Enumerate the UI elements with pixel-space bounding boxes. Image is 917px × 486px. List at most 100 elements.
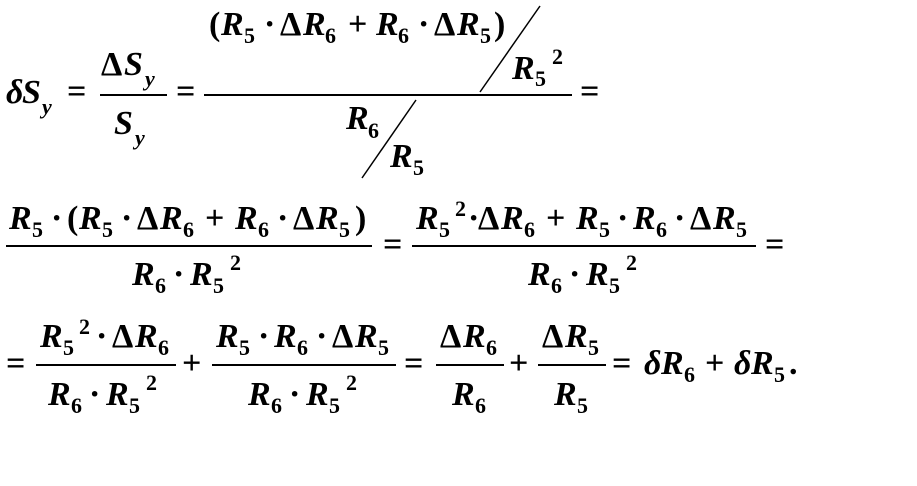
subscript-y: y [135, 125, 145, 150]
delta-symbol: Δ [542, 318, 564, 355]
variable-R: R [390, 138, 413, 175]
delta-symbol: Δ [101, 46, 123, 83]
fraction-bar [412, 245, 756, 247]
dot-operator: · [316, 318, 328, 355]
variable-R: R [235, 200, 258, 237]
dot-operator: · [173, 256, 185, 293]
plus-sign: + [205, 200, 225, 237]
variable-R: R [576, 200, 599, 237]
subscript-6: 6 [524, 217, 535, 242]
variable-R: R [248, 376, 271, 413]
dot-operator: · [264, 6, 276, 43]
subscript-6: 6 [656, 217, 667, 242]
subscript-5: 5 [413, 155, 424, 180]
equals-sign: = [67, 73, 87, 110]
variable-R: R [554, 376, 577, 413]
subscript-6: 6 [684, 362, 695, 387]
variable-R: R [355, 318, 378, 355]
variable-R: R [303, 6, 326, 43]
subscript-5: 5 [609, 273, 620, 298]
subscript-6: 6 [475, 393, 486, 418]
delta-symbol: δ [734, 345, 752, 382]
variable-R: R [132, 256, 155, 293]
fraction-bar [538, 364, 606, 366]
dot-operator: · [121, 200, 133, 237]
subscript-6: 6 [325, 23, 336, 48]
dot-operator: · [674, 200, 686, 237]
fraction-bar [100, 94, 167, 96]
subscript-5: 5 [535, 66, 546, 91]
variable-R: R [528, 256, 551, 293]
variable-R: R [565, 318, 588, 355]
fraction-bar [212, 364, 396, 366]
period: . [789, 345, 798, 382]
equals-sign: = [404, 345, 424, 382]
variable-R: R [501, 200, 524, 237]
variable-R: R [751, 345, 774, 382]
dot-operator: · [418, 6, 430, 43]
variable-R: R [316, 200, 339, 237]
equals-sign: = [765, 226, 785, 263]
variable-R: R [661, 345, 684, 382]
subscript-5: 5 [378, 335, 389, 360]
subscript-5: 5 [63, 335, 74, 360]
exponent-2: 2 [230, 250, 241, 275]
dot-operator: · [617, 200, 629, 237]
variable-R: R [190, 256, 213, 293]
fraction-bar [36, 364, 176, 366]
exponent-2: 2 [346, 370, 357, 395]
delta-symbol: Δ [293, 200, 315, 237]
dot-operator: · [289, 376, 301, 413]
variable-R: R [160, 200, 183, 237]
delta-symbol: Δ [690, 200, 712, 237]
subscript-6: 6 [551, 273, 562, 298]
delta-symbol: Δ [440, 318, 462, 355]
plus-sign: + [348, 6, 368, 43]
subscript-5: 5 [577, 393, 588, 418]
dot-operator: · [258, 318, 270, 355]
equals-sign: = [612, 345, 632, 382]
subscript-5: 5 [588, 335, 599, 360]
delta-symbol: Δ [332, 318, 354, 355]
subscript-y: y [42, 94, 52, 119]
variable-S: S [124, 46, 143, 83]
subscript-5: 5 [213, 273, 224, 298]
subscript-6: 6 [258, 217, 269, 242]
subscript-5: 5 [244, 23, 255, 48]
exponent-2: 2 [146, 370, 157, 395]
left-paren: ( [67, 200, 79, 237]
subscript-6: 6 [486, 335, 497, 360]
variable-R: R [416, 200, 439, 237]
subscript-5: 5 [32, 217, 43, 242]
division-slash [479, 5, 541, 93]
right-paren: ) [355, 200, 367, 237]
fraction-bar [436, 364, 504, 366]
plus-sign: + [705, 345, 725, 382]
plus-sign: + [546, 200, 566, 237]
subscript-6: 6 [155, 273, 166, 298]
delta-symbol: Δ [434, 6, 456, 43]
variable-R: R [40, 318, 63, 355]
delta-symbol: Δ [478, 200, 500, 237]
variable-R: R [512, 50, 535, 87]
exponent-2: 2 [79, 314, 90, 339]
subscript-5: 5 [480, 23, 491, 48]
equals-sign: = [383, 226, 403, 263]
variable-R: R [376, 6, 399, 43]
subscript-6: 6 [71, 393, 82, 418]
delta-symbol: Δ [280, 6, 302, 43]
variable-R: R [221, 6, 244, 43]
subscript-6: 6 [297, 335, 308, 360]
delta-symbol: Δ [137, 200, 159, 237]
subscript-6: 6 [158, 335, 169, 360]
variable-S: S [114, 105, 133, 142]
variable-R: R [79, 200, 102, 237]
variable-R: R [306, 376, 329, 413]
variable-R: R [106, 376, 129, 413]
variable-R: R [135, 318, 158, 355]
equals-sign: = [176, 73, 196, 110]
exponent-2: 2 [455, 196, 466, 221]
variable-R: R [463, 318, 486, 355]
equals-sign: = [6, 345, 26, 382]
